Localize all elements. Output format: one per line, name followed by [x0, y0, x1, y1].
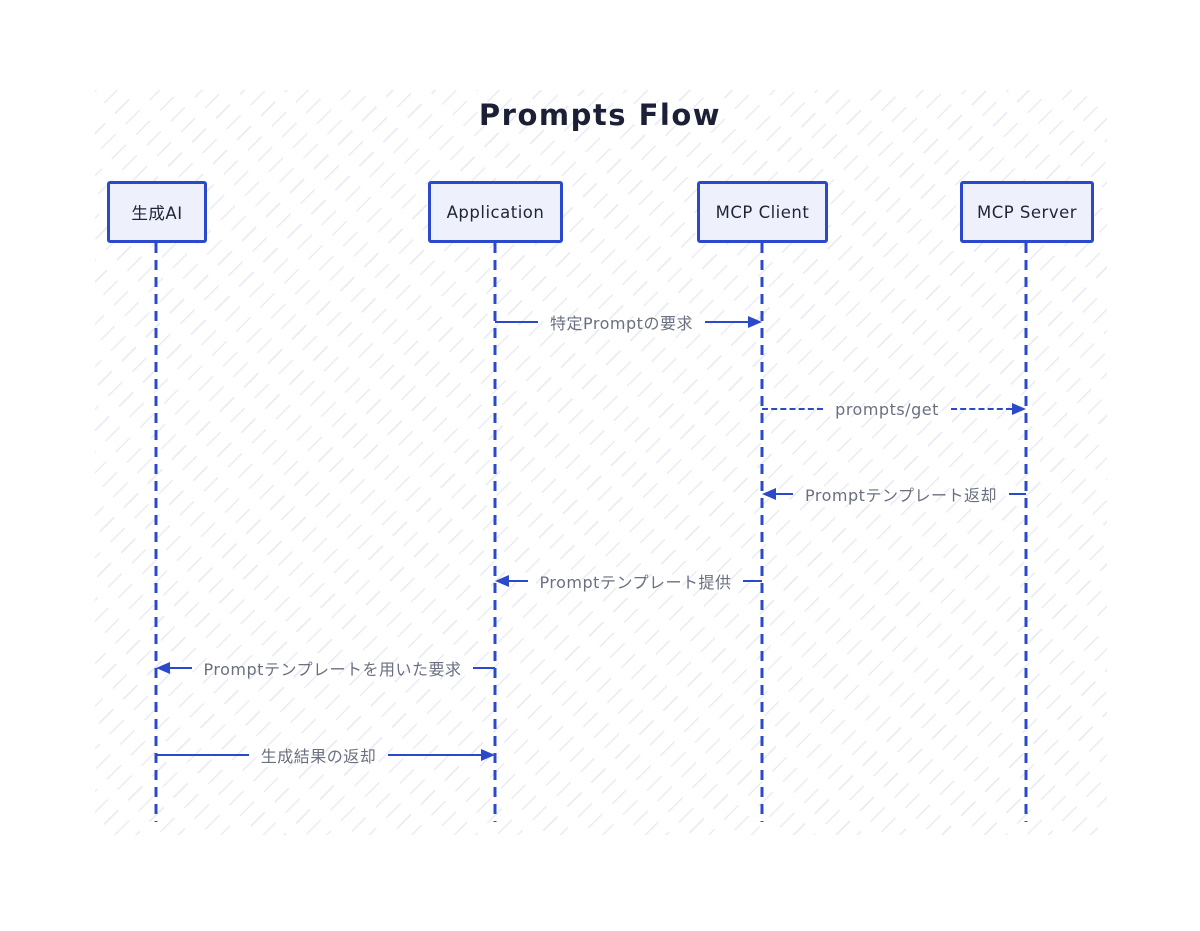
message-6-return-generated-result: 生成結果の返却 [156, 743, 496, 767]
arrowhead-right-icon [748, 316, 762, 328]
message-5-label: Promptテンプレートを用いた要求 [203, 660, 462, 679]
message-3-line [776, 493, 794, 495]
message-3-label: Promptテンプレート返却 [805, 486, 997, 505]
message-6-line [156, 754, 249, 756]
message-1-line [704, 321, 748, 323]
message-1-label: 特定Promptの要求 [550, 314, 693, 333]
message-3-line [1008, 493, 1027, 495]
message-2-prompts-get: prompts/get [762, 397, 1026, 421]
actor-box-mcp-server: MCP Server [960, 181, 1094, 243]
message-4-line [509, 580, 528, 582]
arrowhead-left-icon [762, 488, 776, 500]
actor-label-gen-ai: 生成AI [131, 204, 183, 223]
message-2-line [762, 408, 824, 410]
message-5-line [170, 667, 192, 669]
message-4-label: Promptテンプレート提供 [539, 573, 732, 592]
actor-box-gen-ai: 生成AI [107, 181, 207, 243]
arrowhead-left-icon [495, 575, 509, 587]
lifeline-gen-ai [154, 243, 158, 822]
message-2-label: prompts/get [835, 399, 939, 419]
message-5-request-using-prompt-template: Promptテンプレートを用いた要求 [156, 656, 496, 680]
message-2-line [950, 408, 1012, 410]
lifeline-mcp-server [1024, 243, 1028, 822]
message-4-provide-prompt-template: Promptテンプレート提供 [495, 569, 763, 593]
message-1-line [495, 321, 539, 323]
message-6-line [388, 754, 482, 756]
page-title: Prompts Flow [478, 98, 722, 132]
arrowhead-left-icon [156, 662, 170, 674]
actor-label-mcp-client: MCP Client [715, 202, 810, 222]
actor-label-mcp-server: MCP Server [976, 202, 1078, 222]
lifeline-application [493, 243, 497, 822]
background-hatch-texture [95, 90, 1107, 835]
message-6-label: 生成結果の返却 [260, 747, 377, 766]
lifeline-mcp-client [760, 243, 764, 822]
actor-box-application: Application [428, 181, 563, 243]
message-3-return-prompt-template: Promptテンプレート返却 [762, 482, 1027, 506]
arrowhead-right-icon [1012, 403, 1026, 415]
message-1-request-specific-prompt: 特定Promptの要求 [495, 310, 762, 334]
actor-label-application: Application [446, 202, 545, 222]
arrowhead-right-icon [481, 749, 496, 761]
actor-box-mcp-client: MCP Client [697, 181, 828, 243]
message-4-line [743, 580, 763, 582]
message-5-line [473, 667, 496, 669]
